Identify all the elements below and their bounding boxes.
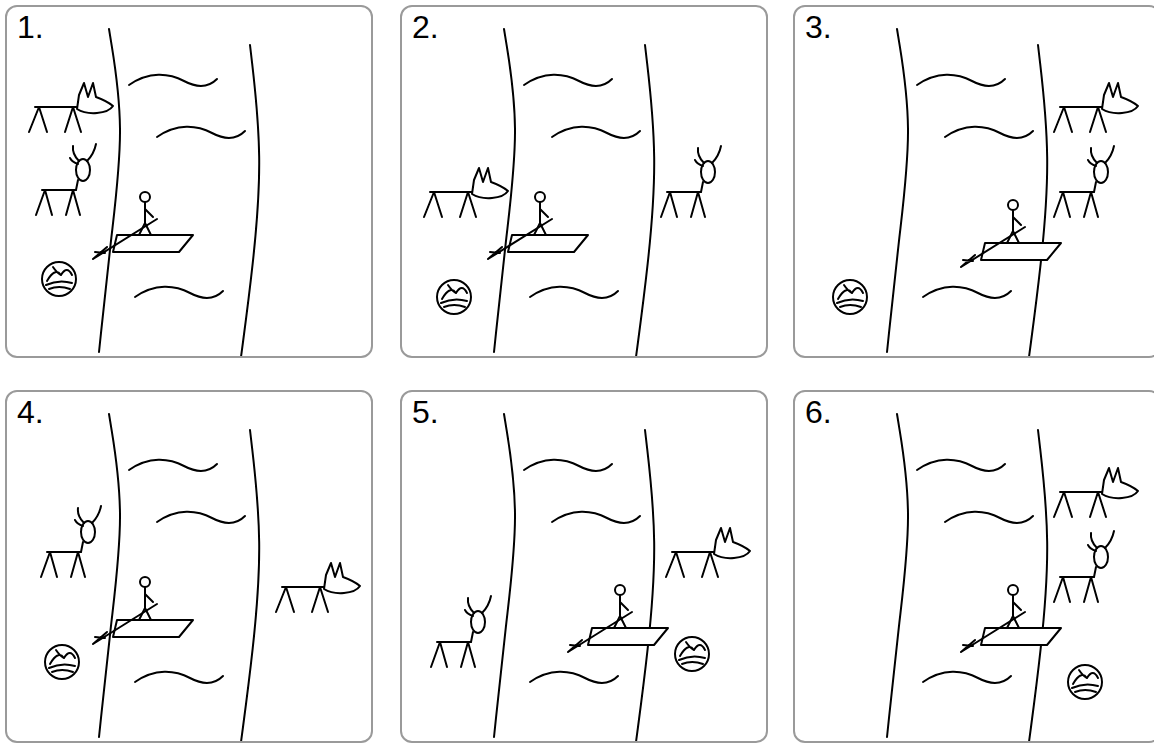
wolf-figure: [1054, 83, 1138, 132]
wolf-figure: [424, 168, 508, 217]
cabbage-figure: [833, 280, 867, 314]
goat-figure: [431, 596, 491, 667]
water-wave: [945, 512, 1033, 523]
water-wave: [530, 672, 618, 683]
water-wave: [917, 460, 1005, 471]
story-panel: 5.: [400, 390, 768, 743]
cabbage-figure: [42, 262, 76, 296]
water-wave: [129, 460, 217, 471]
water-wave: [157, 512, 245, 523]
river-crossing-illustration: [795, 392, 1154, 743]
river-bank: [887, 414, 908, 737]
panel-number: 2.: [412, 9, 439, 45]
water-wave: [157, 127, 245, 138]
water-wave: [945, 127, 1033, 138]
wolf-figure: [666, 528, 750, 577]
boat-figure: [568, 585, 668, 652]
goat-figure: [661, 146, 721, 217]
river-bank: [494, 414, 515, 737]
river-crossing-illustration: [402, 392, 768, 743]
boat-figure: [93, 577, 193, 644]
story-panel: 2.: [400, 5, 768, 358]
river-bank: [241, 430, 259, 742]
river-bank: [636, 45, 654, 357]
story-panel: 1.: [5, 5, 373, 358]
water-wave: [524, 75, 612, 86]
panel-number: 6.: [805, 394, 832, 430]
water-wave: [135, 287, 223, 298]
panel-number: 5.: [412, 394, 439, 430]
boat-figure: [961, 200, 1061, 267]
story-panel: 6.: [793, 390, 1154, 743]
river-bank: [99, 29, 120, 352]
wolf-figure: [276, 563, 360, 612]
water-wave: [129, 75, 217, 86]
story-panel: 3.: [793, 5, 1154, 358]
river-crossing-illustration: [7, 7, 373, 358]
river-bank: [241, 45, 259, 357]
boat-figure: [488, 192, 588, 259]
wolf-figure: [29, 83, 113, 132]
cabbage-figure: [437, 280, 471, 314]
water-wave: [923, 287, 1011, 298]
water-wave: [135, 672, 223, 683]
cabbage-figure: [45, 645, 79, 679]
river-crossing-illustration: [402, 7, 768, 358]
river-crossing-illustration: [7, 392, 373, 743]
water-wave: [524, 460, 612, 471]
cabbage-figure: [1068, 665, 1102, 699]
panel-number: 1.: [17, 9, 44, 45]
cabbage-figure: [675, 637, 709, 671]
boat-figure: [93, 192, 193, 259]
goat-figure: [36, 144, 96, 215]
story-panel: 4.: [5, 390, 373, 743]
goat-figure: [1054, 146, 1114, 217]
goat-figure: [1054, 531, 1114, 602]
wolf-figure: [1054, 468, 1138, 517]
river-bank: [99, 414, 120, 737]
goat-figure: [41, 506, 101, 577]
water-wave: [552, 512, 640, 523]
panel-number: 4.: [17, 394, 44, 430]
water-wave: [552, 127, 640, 138]
water-wave: [923, 672, 1011, 683]
water-wave: [917, 75, 1005, 86]
water-wave: [530, 287, 618, 298]
river-bank: [887, 29, 908, 352]
river-bank: [636, 430, 654, 742]
river-bank: [1029, 45, 1047, 357]
river-crossing-illustration: [795, 7, 1154, 358]
river-bank: [1029, 430, 1047, 742]
boat-figure: [961, 585, 1061, 652]
panel-number: 3.: [805, 9, 832, 45]
